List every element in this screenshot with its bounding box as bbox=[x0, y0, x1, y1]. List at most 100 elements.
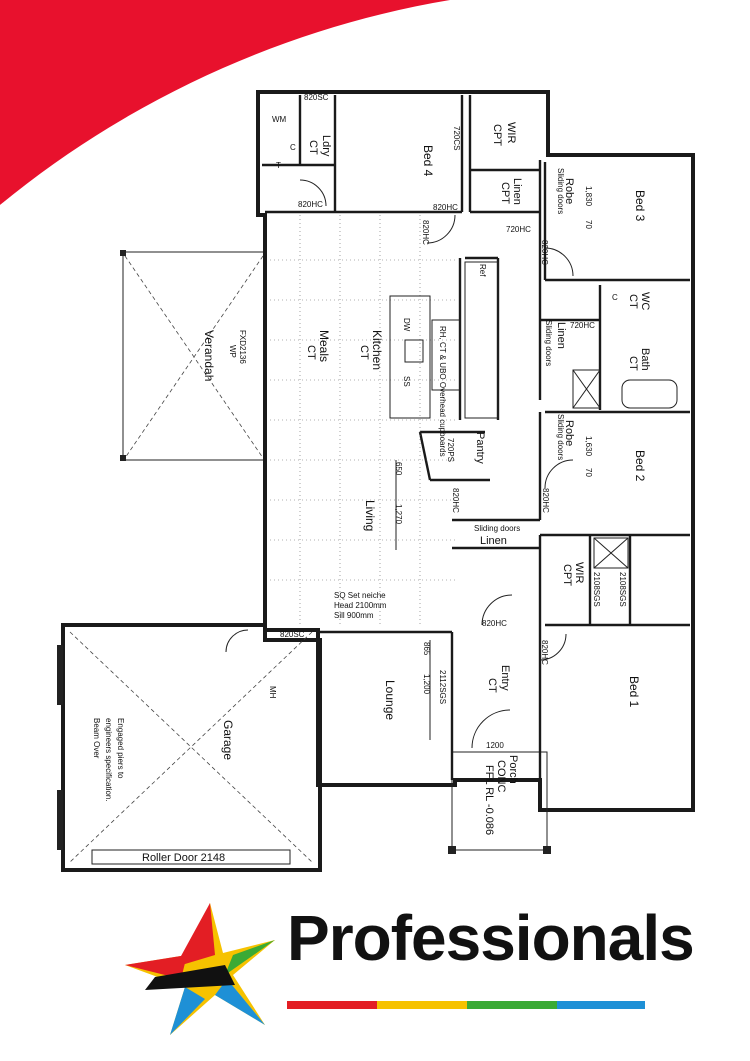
bed1-label: Bed 1 bbox=[627, 676, 641, 708]
brand-name: Professionals bbox=[287, 902, 695, 974]
fxd-label: FXD2136 bbox=[238, 330, 247, 364]
door-820hc-pantry: 820HC bbox=[451, 488, 460, 513]
engaged-1: Engaged piers to bbox=[116, 718, 125, 779]
dim-70-mid: 70 bbox=[584, 468, 593, 477]
living-label: Living bbox=[363, 500, 377, 531]
kitchen-bench bbox=[464, 261, 499, 419]
house-outline bbox=[256, 90, 695, 812]
door-820hc-bed2: 820HC bbox=[541, 488, 550, 513]
wir-top-label: WIR bbox=[505, 122, 517, 143]
ss-label: SS bbox=[402, 376, 411, 387]
bath-label: Bath bbox=[639, 348, 651, 371]
door-820hc-kit: 820HC bbox=[421, 220, 430, 245]
ldry-c-label: C bbox=[290, 143, 296, 152]
porch-label: Porch bbox=[507, 755, 519, 784]
door-820sc-ldry: 820SC bbox=[304, 93, 329, 102]
roller-door-label: Roller Door 2148 bbox=[142, 852, 225, 864]
dim-1270: 1,270 bbox=[394, 504, 403, 525]
linen-top-cpt-label: CPT bbox=[499, 182, 511, 204]
door-820hc-bed4: 820HC bbox=[433, 203, 458, 212]
door-820sc-garage: 820SC bbox=[280, 630, 305, 639]
meals-label: Meals bbox=[317, 330, 331, 362]
door-swings bbox=[225, 179, 574, 749]
wir-mid-label: WIR bbox=[573, 562, 585, 583]
mh-label: MH bbox=[268, 686, 277, 699]
kitchen-label: Kitchen bbox=[370, 330, 384, 370]
engaged-3: Beam Over bbox=[92, 718, 101, 759]
dim-650: 650 bbox=[394, 462, 403, 476]
dim-1200: 1,200 bbox=[422, 674, 431, 695]
engaged-2: engineers specification. bbox=[104, 718, 113, 802]
wp-label: WP bbox=[228, 345, 237, 358]
wc-c-label: C bbox=[612, 293, 618, 302]
swoosh-shape bbox=[0, 0, 450, 205]
meals-ct-label: CT bbox=[305, 345, 317, 360]
sliding-doors-top: Sliding doors bbox=[556, 168, 565, 214]
door-720cs: 720CS bbox=[452, 126, 461, 150]
door-2108sgs-b: 2108SGS bbox=[618, 572, 627, 607]
door-820hc-ldry: 820HC bbox=[298, 200, 323, 209]
professionals-logo: Professionals bbox=[115, 895, 695, 1045]
door-2112sgs: 2112SGS bbox=[438, 670, 447, 704]
entry-label: Entry bbox=[499, 665, 511, 691]
bed2-label: Bed 2 bbox=[633, 450, 647, 482]
kitchen-ct-label: CT bbox=[358, 345, 370, 360]
tile-grid bbox=[270, 215, 455, 625]
bathtub bbox=[621, 379, 678, 409]
sliding-doors-mid: Sliding doors bbox=[556, 414, 565, 460]
wir-top-cpt-label: CPT bbox=[491, 124, 503, 146]
door-820hc-bed3: 820HC bbox=[540, 240, 549, 265]
tub-label: T bbox=[276, 161, 281, 170]
garage-label: Garage bbox=[221, 720, 235, 760]
door-820hc-entry: 820HC bbox=[482, 619, 507, 628]
brand-bar-green bbox=[467, 1001, 557, 1009]
linen-hall-label: Linen bbox=[480, 535, 507, 547]
entry-ct-label: CT bbox=[486, 678, 498, 693]
wm-label: WM bbox=[272, 115, 287, 124]
porch-area bbox=[448, 751, 551, 854]
brand-bar-red bbox=[287, 1001, 377, 1009]
wc-ct-label: CT bbox=[627, 294, 639, 309]
brand-bar-blue bbox=[557, 1001, 645, 1009]
bed4-label: Bed 4 bbox=[421, 145, 435, 177]
door-2108sgs-a: 2108SGS bbox=[592, 572, 601, 607]
ensuite-shower bbox=[593, 537, 629, 569]
door-720ps: 720PS bbox=[446, 438, 455, 462]
ldry-ct-label: CT bbox=[307, 140, 319, 155]
ffl-label: FFL RL -0.086 bbox=[483, 765, 495, 835]
linen-top-label: Linen bbox=[511, 178, 523, 205]
ldry-label: Ldry bbox=[320, 135, 332, 157]
brand-bar-yellow bbox=[377, 1001, 467, 1009]
sliding-doors-hall: Sliding doors bbox=[544, 320, 553, 366]
sq-set-2: Head 2100mm bbox=[334, 601, 387, 610]
kitchen-island bbox=[389, 295, 431, 419]
shower bbox=[572, 369, 601, 409]
dim-70-top: 70 bbox=[584, 220, 593, 229]
robe-top-label: Robe bbox=[563, 178, 575, 204]
bed3-label: Bed 3 bbox=[633, 190, 647, 222]
wc-label: WC bbox=[639, 292, 651, 310]
wir-mid-cpt-label: CPT bbox=[561, 564, 573, 586]
sliding-doors-linen: Sliding doors bbox=[474, 524, 520, 533]
sq-set-3: Sill 900mm bbox=[334, 611, 374, 620]
linen-mid-label: Linen bbox=[555, 322, 567, 349]
door-1200: 1200 bbox=[486, 741, 504, 750]
door-820hc-bed1: 820HC bbox=[540, 640, 549, 665]
cupboards-label: RH, CT & UBO Overhead cupboards bbox=[438, 326, 447, 457]
bath-ct-label: CT bbox=[627, 356, 639, 371]
star-logo-icon bbox=[125, 903, 275, 1035]
dim-1630: 1,630 bbox=[584, 436, 593, 457]
porch-conc-label: CONC bbox=[495, 760, 507, 792]
lounge-label: Lounge bbox=[383, 680, 397, 720]
red-swoosh-decoration bbox=[0, 0, 450, 250]
pantry-label: Pantry bbox=[474, 432, 486, 464]
sq-set-1: SQ Set neiche bbox=[334, 591, 386, 600]
door-720hc-top: 720HC bbox=[506, 225, 531, 234]
interior-walls bbox=[262, 95, 690, 780]
verandah-label: Verandah bbox=[202, 330, 216, 381]
dim-865: 865 bbox=[422, 642, 431, 656]
door-720hc-bath: 720HC bbox=[570, 321, 595, 330]
dw-label: DW bbox=[402, 318, 411, 332]
sink bbox=[404, 339, 424, 363]
cupboard-block bbox=[431, 319, 461, 391]
